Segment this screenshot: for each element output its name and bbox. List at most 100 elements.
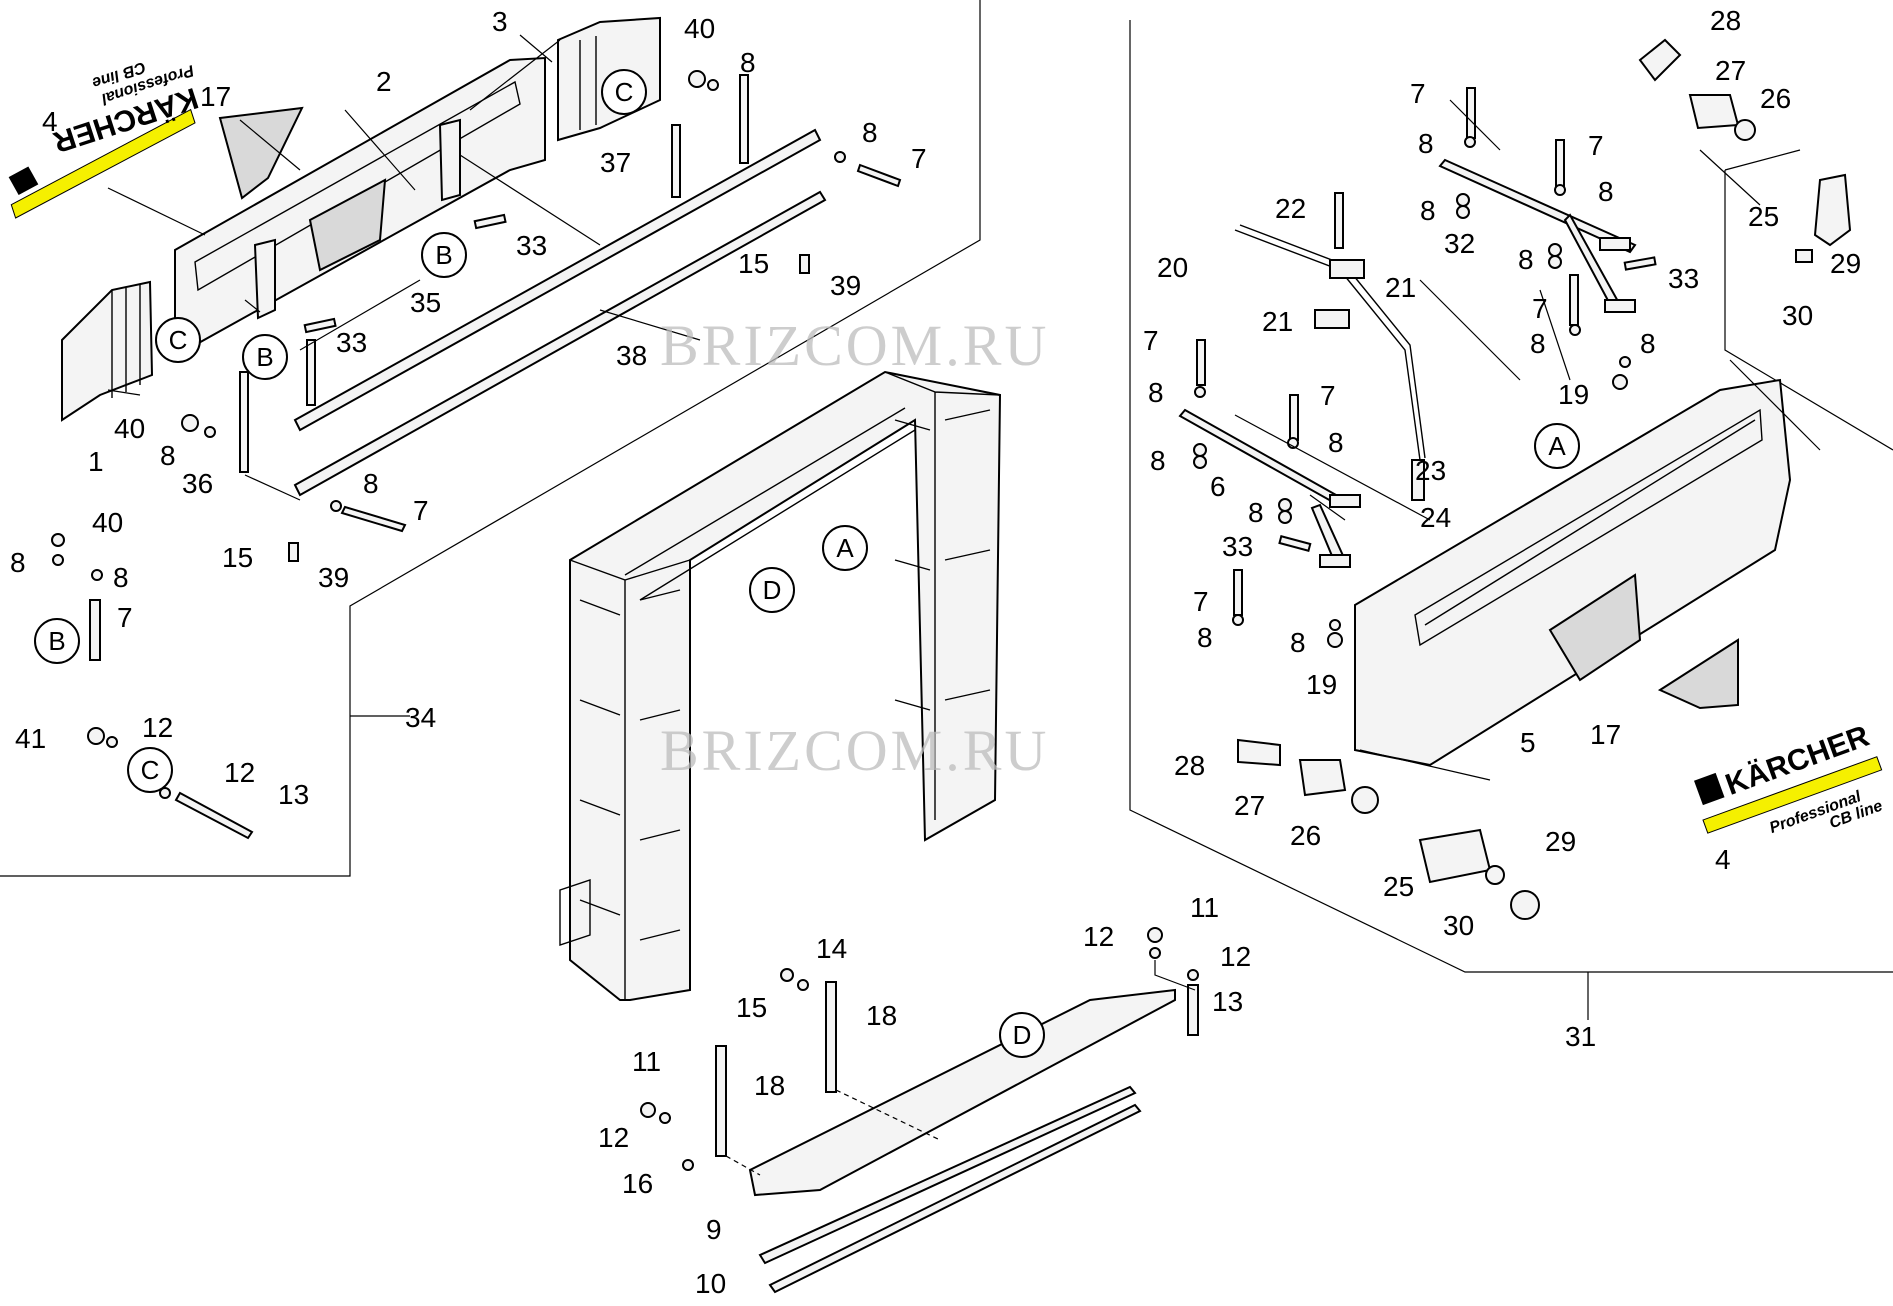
label-27-top: 27 [1715,55,1746,86]
label-7-r6: 7 [1193,586,1209,617]
label-8-r5: 8 [1530,328,1546,359]
rail-38 [293,190,827,497]
label-8-b2: 8 [113,562,129,593]
label-12-d1: 12 [1083,921,1114,952]
cover-9 [748,988,1176,1197]
fasteners-left [51,70,902,840]
label-2: 2 [376,66,392,97]
label-8-left: 8 [160,440,176,471]
label-8-r2: 8 [1598,176,1614,207]
right-panel-group [1178,38,1852,920]
main-frame [559,370,1002,1001]
label-8-r9: 8 [1150,445,1166,476]
label-26-bottom: 26 [1290,820,1321,851]
label-30-bottom: 30 [1443,910,1474,941]
label-7-r5: 7 [1320,380,1336,411]
label-8-r10: 8 [1248,497,1264,528]
rail-10 [758,1085,1137,1265]
watermark-bottom: BRIZCOM.RU [660,718,1049,783]
label-11-bottom-right: 11 [1190,892,1219,923]
strip-36 [239,371,249,473]
label-25-bottom: 25 [1383,871,1414,902]
label-27-bottom: 27 [1234,790,1265,821]
karcher-logo-left: KÄRCHER Professional CB line [8,58,202,219]
label-33-r2: 33 [1222,531,1253,562]
watermark-top: BRIZCOM.RU [660,313,1049,378]
label-18-top: 18 [866,1000,897,1031]
label-29-bottom: 29 [1545,826,1576,857]
label-39-top: 39 [830,270,861,301]
label-13-left: 13 [278,779,309,810]
label-11-bottom-left: 11 [632,1046,661,1077]
label-28-top: 28 [1710,5,1741,36]
label-33-r1: 33 [1668,263,1699,294]
label-5: 5 [1520,727,1536,758]
label-8-r6: 8 [1640,328,1656,359]
label-8-r8: 8 [1328,427,1344,458]
label-8-r12: 8 [1290,627,1306,658]
bracket-18a [715,1045,727,1157]
label-8-r4: 8 [1518,244,1534,275]
decal-17-right [1657,638,1739,710]
label-12-c1: 12 [142,712,173,743]
label-40-top: 40 [684,13,715,44]
callout-markers: C C C B B B A A D D [34,69,1580,1058]
label-19-bottom: 19 [1306,669,1337,700]
label-21-b: 21 [1262,306,1293,337]
callout-a-right: A [1548,431,1566,461]
label-12-d2: 12 [1220,941,1251,972]
label-9: 9 [706,1214,722,1245]
label-32: 32 [1444,228,1475,259]
label-34: 34 [405,702,436,733]
label-40-left: 40 [114,413,145,444]
label-37: 37 [600,147,631,178]
callout-b-bottom: B [48,626,65,656]
part-labels: 3 40 8 2 17 4 8 7 37 33 15 39 35 33 38 4… [10,5,1861,1299]
label-7-rail-bottom: 7 [413,495,429,526]
label-15-bottom: 15 [736,992,767,1023]
label-23: 23 [1415,455,1446,486]
label-33-left: 33 [336,327,367,358]
callout-d-bottom: D [1013,1020,1032,1050]
label-29-top: 29 [1830,248,1861,279]
label-15-left: 15 [222,542,253,573]
label-25-top: 25 [1748,201,1779,232]
label-38: 38 [616,340,647,371]
label-7-rail: 7 [911,143,927,174]
label-1: 1 [88,446,104,477]
label-41: 41 [15,723,46,754]
callout-d-center: D [763,575,782,605]
callout-b-left: B [256,342,273,372]
label-8-top: 8 [740,47,756,78]
assembly-boundaries [0,0,1893,1020]
label-30-top: 30 [1782,300,1813,331]
label-15-top: 15 [738,248,769,279]
label-40-b: 40 [92,507,123,538]
label-8-r11: 8 [1197,622,1213,653]
label-20: 20 [1157,252,1188,283]
label-8-rail: 8 [862,117,878,148]
karcher-logo-right: KÄRCHER Professional CB line [1694,719,1885,837]
label-18-bottom: 18 [754,1070,785,1101]
label-7-r1: 7 [1410,78,1426,109]
rail-35 [293,128,822,432]
label-31: 31 [1565,1021,1596,1052]
bottom-cover-group [640,927,1199,1294]
strip-37 [671,124,681,198]
label-19-top: 19 [1558,379,1589,410]
label-8-r3: 8 [1420,195,1436,226]
label-10: 10 [695,1268,726,1299]
side-panel-left [61,280,154,422]
label-4-right: 4 [1715,844,1731,875]
label-8-rail-bottom: 8 [363,468,379,499]
label-8-r1: 8 [1418,128,1434,159]
label-14: 14 [816,933,847,964]
callout-c-left: C [169,325,188,355]
callout-a-center: A [836,533,854,563]
label-33-top: 33 [516,230,547,261]
label-12-bottom: 12 [598,1122,629,1153]
label-22: 22 [1275,193,1306,224]
label-6: 6 [1210,471,1226,502]
label-13-right: 13 [1212,986,1243,1017]
